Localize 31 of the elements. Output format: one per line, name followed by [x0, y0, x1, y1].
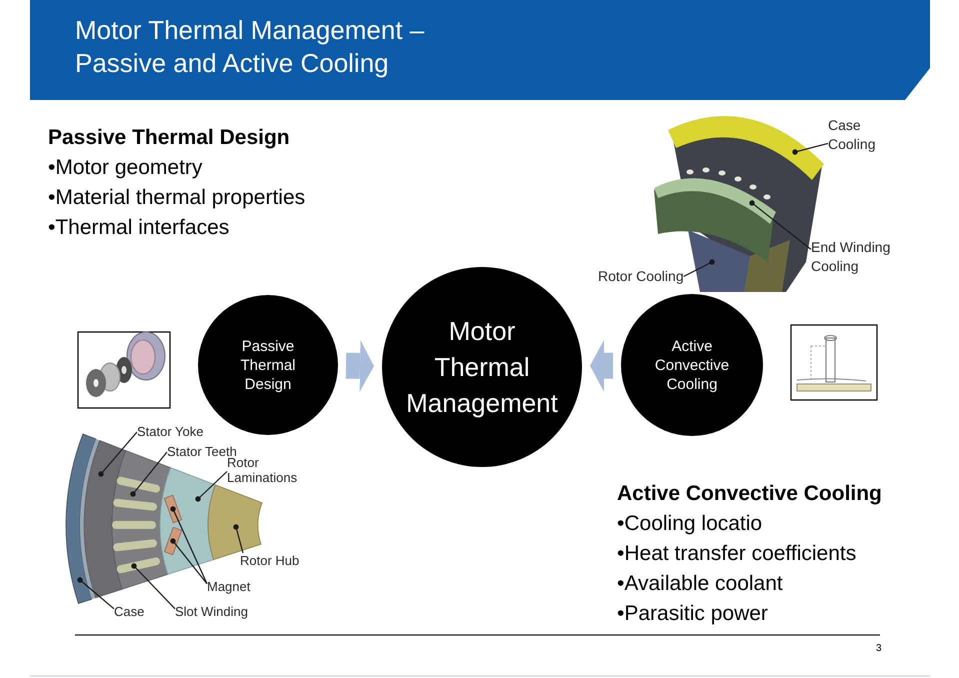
bullet-item: •Cooling locatio: [617, 511, 762, 537]
leader-line: [233, 524, 244, 554]
part-label: Rotor Laminations: [227, 455, 307, 485]
part-label: Slot Winding: [175, 604, 248, 620]
circle-node: Motor Thermal Management: [382, 267, 582, 467]
section-heading: Passive Thermal Design: [48, 125, 290, 151]
bullet-item: •Motor geometry: [48, 155, 202, 181]
part-label: Case: [114, 604, 144, 620]
bullet-item: •Available coolant: [617, 571, 783, 597]
part-label: Rotor Hub: [240, 553, 300, 569]
leader-line: [77, 577, 114, 610]
bullet-item: •Thermal interfaces: [48, 215, 230, 241]
part-label: Magnet: [207, 579, 250, 595]
bullet-item: •Parasitic power: [617, 601, 768, 627]
bullet-item: •Heat transfer coefficients: [617, 541, 856, 567]
block-arrow: [590, 340, 613, 392]
section-heading: Active Convective Cooling: [617, 481, 882, 507]
slide-title: Motor Thermal Management – Passive and Active Cooling: [75, 14, 426, 80]
leader-line: [170, 506, 208, 584]
part-label: End Winding Cooling: [811, 238, 903, 276]
circle-node: Active Convective Cooling: [621, 294, 763, 436]
bullet-item: •Material thermal properties: [48, 185, 306, 211]
leader-line: [170, 538, 208, 584]
leader-line: [131, 563, 176, 610]
page-number: 3: [876, 643, 882, 655]
part-label: Rotor Cooling: [598, 268, 684, 285]
leader-line: [98, 432, 138, 477]
part-label: Case Cooling: [828, 116, 890, 154]
leader-line: [195, 471, 228, 502]
leader-line: [792, 142, 828, 155]
block-arrow: [346, 340, 374, 392]
